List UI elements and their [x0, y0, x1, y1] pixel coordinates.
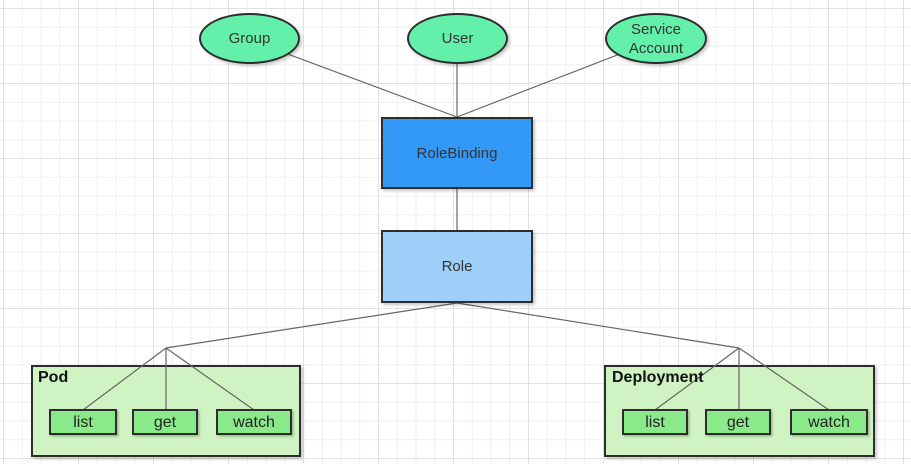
pod-verb-watch: watch	[216, 409, 292, 435]
rolebinding-node: RoleBinding	[381, 117, 533, 189]
verb-label: get	[153, 413, 177, 431]
verb-label: list	[645, 413, 665, 431]
group-label: Group	[228, 30, 271, 47]
user-label: User	[441, 30, 474, 47]
role-node: Role	[381, 230, 533, 303]
verb-label: get	[726, 413, 750, 431]
deployment-verb-list: list	[622, 409, 688, 435]
pod-verb-list: list	[49, 409, 117, 435]
verb-label: watch	[233, 413, 275, 431]
role-label: Role	[441, 258, 473, 275]
pod-title: Pod	[38, 369, 69, 386]
deployment-verb-get: get	[705, 409, 771, 435]
service-account-ellipse: Service Account	[605, 13, 707, 64]
verb-label: list	[73, 413, 93, 431]
pod-verb-get: get	[132, 409, 198, 435]
group-ellipse: Group	[199, 13, 300, 64]
user-ellipse: User	[407, 13, 508, 64]
verb-label: watch	[808, 413, 850, 431]
deployment-title: Deployment	[612, 369, 704, 386]
service-account-label: Service Account	[628, 20, 684, 57]
deployment-verb-watch: watch	[790, 409, 868, 435]
rolebinding-label: RoleBinding	[416, 144, 498, 162]
